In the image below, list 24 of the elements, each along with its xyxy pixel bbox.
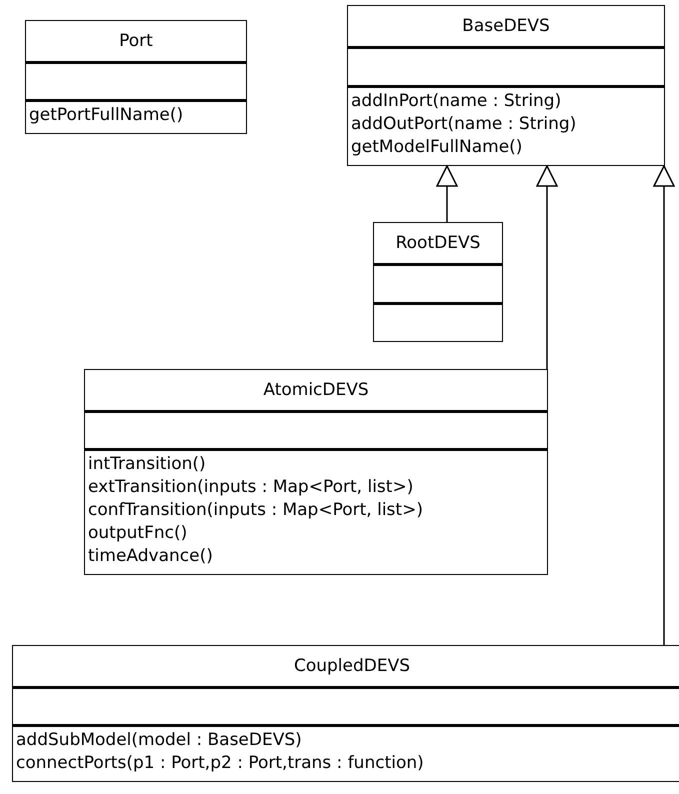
class-box (12, 645, 679, 782)
class-box (84, 369, 548, 575)
method-text: connectPorts(p1 : Port,p2 : Port,trans : function) (16, 752, 425, 775)
method-text: timeAdvance() (88, 545, 214, 568)
method-text: addOutPort(name : String) (351, 113, 578, 136)
class-box (347, 5, 665, 166)
method-text: getPortFullName() (29, 104, 184, 127)
class-name: BaseDEVS (462, 16, 550, 36)
method-text: confTransition(inputs : Map<Port, list>) (88, 499, 424, 522)
method-text: intTransition() (88, 453, 207, 476)
method-text: addSubModel(model : BaseDEVS) (16, 729, 303, 752)
method-text: addInPort(name : String) (351, 90, 562, 113)
method-text: outputFnc() (88, 522, 188, 545)
class-name: AtomicDEVS (263, 380, 369, 400)
inheritance-arrow (536, 165, 558, 369)
method-text: getModelFullName() (351, 136, 524, 159)
class-name: CoupledDEVS (294, 656, 410, 676)
class-name: Port (119, 31, 153, 51)
class-box (25, 20, 247, 134)
method-text: extTransition(inputs : Map<Port, list>) (88, 476, 414, 499)
class-box (373, 222, 503, 342)
class-name: RootDEVS (396, 233, 480, 253)
inheritance-arrow (436, 165, 458, 222)
inheritance-arrow (653, 165, 675, 645)
